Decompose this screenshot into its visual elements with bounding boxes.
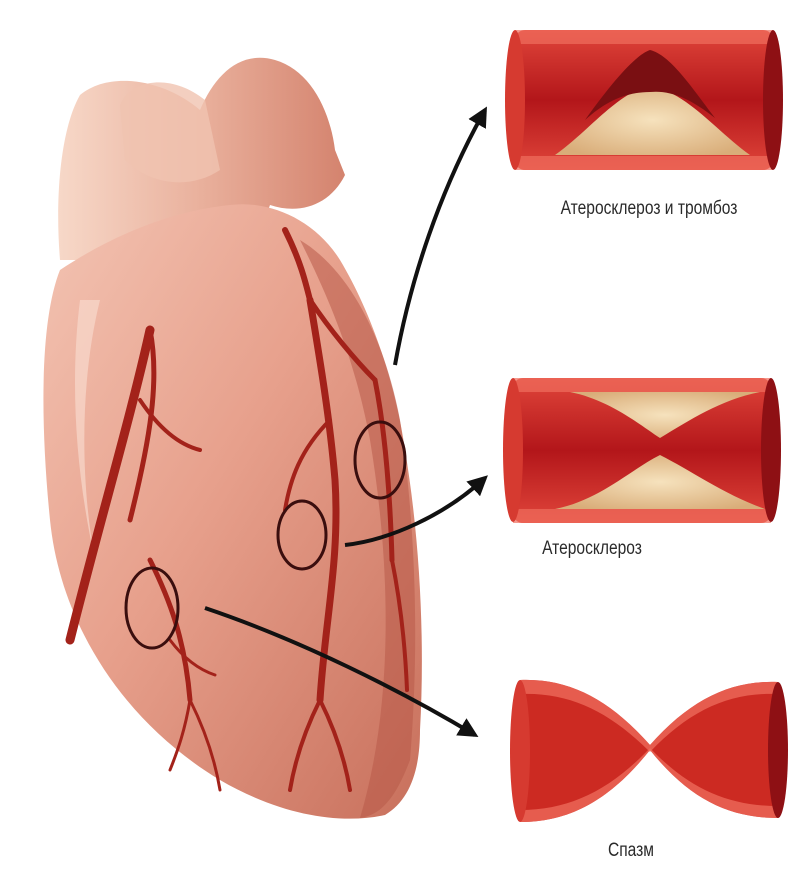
vessel-atherosclerosis (503, 378, 781, 523)
arrow-to-thrombosis (395, 110, 485, 365)
caption-atherosclerosis: Атеросклероз (494, 538, 691, 560)
heart-illustration (43, 58, 421, 819)
vessel-trunk (120, 82, 220, 182)
vessel-spasm (510, 680, 788, 822)
caption-atherosclerosis-thrombosis: Атеросклероз и тромбоз (514, 198, 785, 220)
caption-spasm: Спазм (578, 840, 685, 862)
vessel-thrombosis (505, 30, 783, 170)
